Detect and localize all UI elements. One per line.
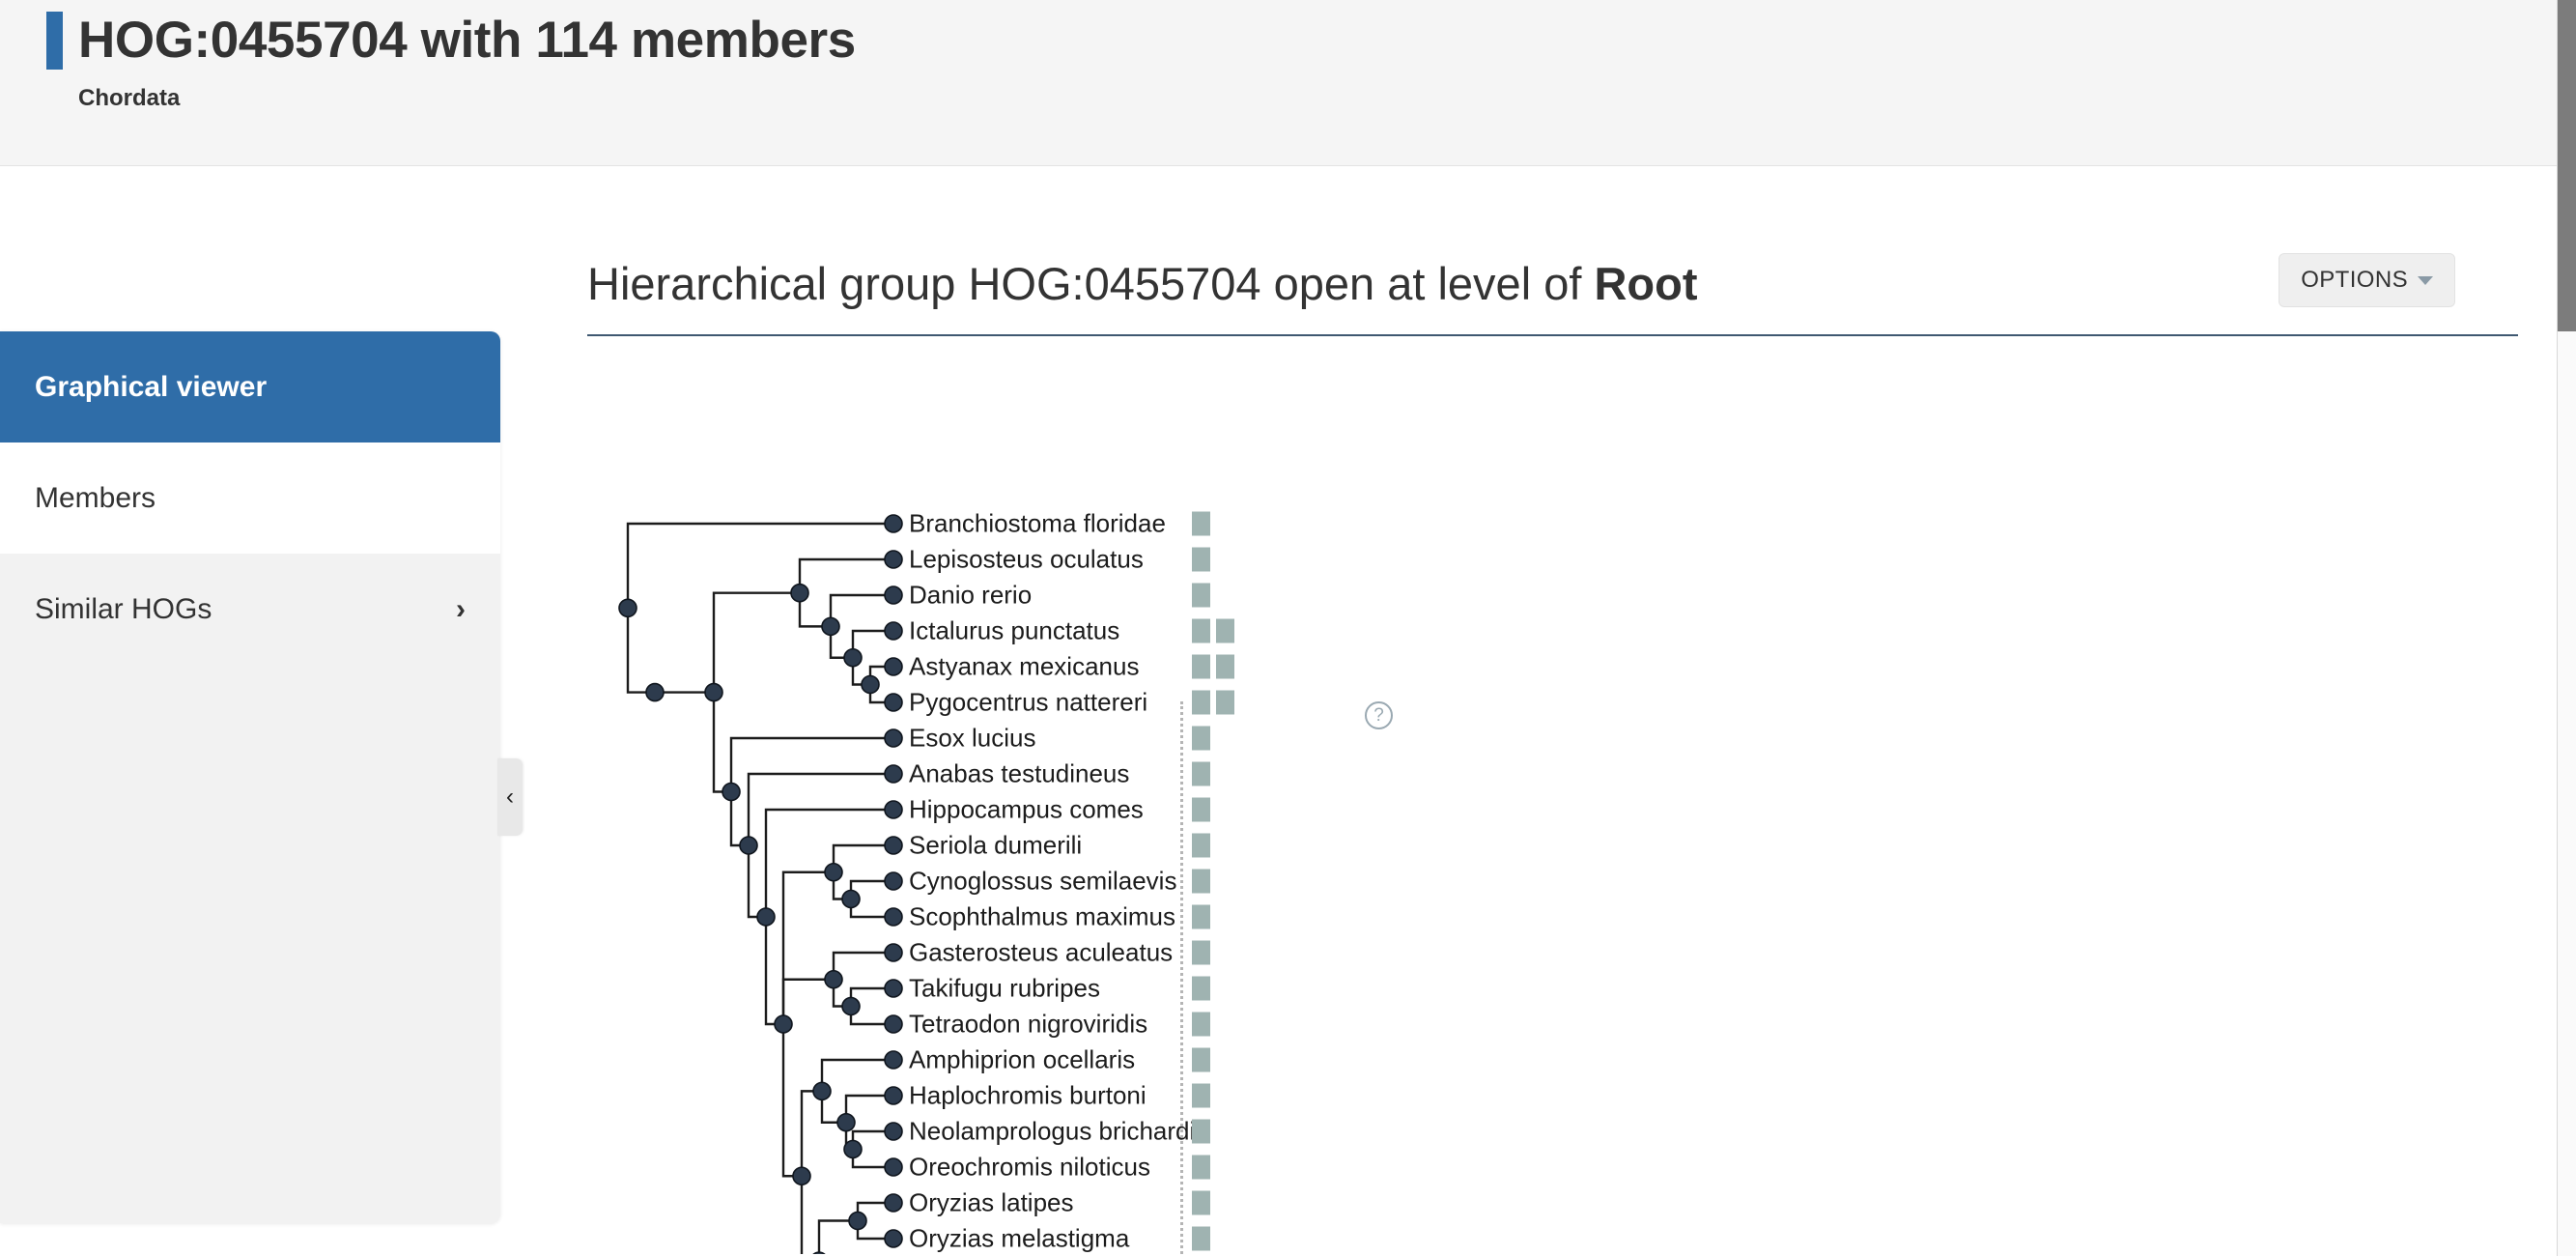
tree-leaf-label[interactable]: Hippocampus comes: [909, 794, 1144, 824]
tree-leaf-label[interactable]: Scophthalmus maximus: [909, 901, 1175, 931]
gene-marker[interactable]: [1192, 547, 1210, 572]
gene-marker[interactable]: [1216, 654, 1234, 679]
caret-down-icon: [2418, 275, 2433, 285]
gene-marker[interactable]: [1192, 511, 1210, 536]
sidebar-item-label: Graphical viewer: [35, 370, 268, 403]
page-banner: HOG:0455704 with 114 members Chordata: [0, 0, 2576, 166]
gene-marker[interactable]: [1192, 1012, 1210, 1037]
tree-leaf-label[interactable]: Amphiprion ocellaris: [909, 1044, 1136, 1074]
tree-leaf-label[interactable]: Gasterosteus aculeatus: [909, 937, 1174, 967]
tree-leaf-label[interactable]: Cynoglossus semilaevis: [909, 866, 1177, 896]
main-heading-prefix: Hierarchical group HOG:0455704 open at l…: [587, 257, 1595, 309]
gene-marker[interactable]: [1192, 833, 1210, 858]
options-button[interactable]: OPTIONS: [2279, 253, 2455, 307]
gene-marker[interactable]: [1192, 654, 1210, 679]
options-button-label: OPTIONS: [2301, 267, 2408, 293]
gene-marker[interactable]: [1216, 690, 1234, 715]
gene-marker[interactable]: [1192, 618, 1210, 643]
gene-marker[interactable]: [1192, 690, 1210, 715]
sidebar-item-members[interactable]: Members: [0, 442, 500, 554]
page-scrollbar-track[interactable]: [2558, 0, 2576, 1256]
tree-leaf-label[interactable]: Anabas testudineus: [909, 758, 1130, 788]
gene-marker[interactable]: [1192, 940, 1210, 965]
help-icon[interactable]: ?: [1365, 701, 1393, 729]
sidebar-item-label: Members: [35, 481, 156, 514]
sidebar-item-similar-hogs[interactable]: Similar HOGs ›: [0, 554, 500, 665]
accent-bar: [46, 12, 63, 70]
tree-leaf-label[interactable]: Seriola dumerili: [909, 830, 1083, 860]
tree-leaf-label[interactable]: Haplochromis burtoni: [909, 1080, 1146, 1110]
gene-marker[interactable]: [1192, 583, 1210, 608]
tree-leaf-label[interactable]: Neolamprologus brichardi: [909, 1116, 1196, 1146]
page-subtitle: Chordata: [78, 85, 181, 111]
sidebar-item-label: Similar HOGs: [35, 592, 212, 625]
phylogenetic-tree: [618, 514, 903, 1254]
tree-leaf-label[interactable]: Oryzias latipes: [909, 1187, 1074, 1217]
gene-marker[interactable]: [1192, 726, 1210, 751]
main-heading: Hierarchical group HOG:0455704 open at l…: [587, 261, 1697, 306]
tree-leaf-label[interactable]: Esox lucius: [909, 723, 1036, 753]
vertical-dotted-divider: [1180, 701, 1183, 1254]
tree-leaf-label[interactable]: Danio rerio: [909, 580, 1033, 610]
tree-leaf-label[interactable]: Lepisosteus oculatus: [909, 544, 1144, 574]
gene-marker[interactable]: [1192, 1155, 1210, 1180]
tree-leaf-label[interactable]: Oryzias melastigma: [909, 1223, 1130, 1253]
gene-marker[interactable]: [1216, 618, 1234, 643]
gene-marker[interactable]: [1192, 1190, 1210, 1215]
gene-marker[interactable]: [1192, 1226, 1210, 1251]
sidebar-item-graphical-viewer[interactable]: Graphical viewer: [0, 331, 500, 442]
gene-marker[interactable]: [1192, 761, 1210, 786]
gene-marker[interactable]: [1192, 976, 1210, 1001]
sidebar-collapse-handle[interactable]: ‹: [497, 758, 523, 836]
gene-marker[interactable]: [1192, 1047, 1210, 1072]
page-title: HOG:0455704 with 114 members: [78, 12, 856, 69]
tree-leaf-label[interactable]: Branchiostoma floridae: [909, 508, 1166, 538]
tree-leaf-label[interactable]: Astyanax mexicanus: [909, 651, 1140, 681]
page-right-border: [2557, 0, 2558, 1256]
sidebar: Graphical viewer Members Similar HOGs ›: [0, 331, 500, 1223]
tree-leaf-label[interactable]: Takifugu rubripes: [909, 973, 1100, 1003]
tree-leaf-label[interactable]: Ictalurus punctatus: [909, 615, 1120, 645]
gene-marker[interactable]: [1192, 904, 1210, 929]
tree-leaf-label[interactable]: Pygocentrus nattereri: [909, 687, 1148, 717]
tree-leaf-label[interactable]: Tetraodon nigroviridis: [909, 1009, 1148, 1039]
page-scrollbar-thumb[interactable]: [2558, 0, 2576, 331]
sidebar-filler: [0, 665, 500, 1223]
tree-leaf-label[interactable]: Oreochromis niloticus: [909, 1152, 1150, 1182]
main-heading-level: Root: [1594, 257, 1698, 309]
gene-marker[interactable]: [1192, 869, 1210, 894]
main-panel: Hierarchical group HOG:0455704 open at l…: [587, 232, 2518, 1256]
main-header: Hierarchical group HOG:0455704 open at l…: [587, 232, 2518, 336]
gene-marker[interactable]: [1192, 1083, 1210, 1108]
banner-title-row: HOG:0455704 with 114 members: [46, 12, 856, 70]
chevron-right-icon: ›: [456, 592, 466, 625]
gene-marker[interactable]: [1192, 797, 1210, 822]
gene-marker[interactable]: [1192, 1119, 1210, 1144]
